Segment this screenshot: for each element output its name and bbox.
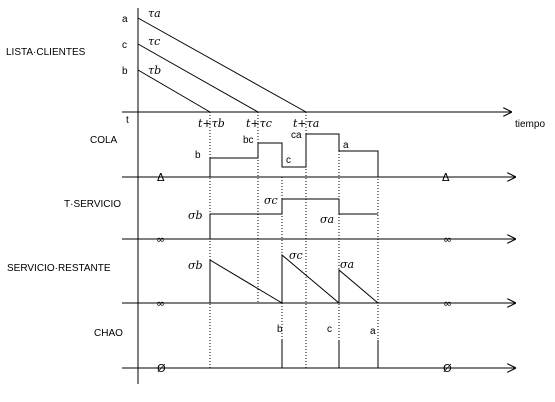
tservicio-trace	[209, 198, 378, 239]
tservicio-initial-symbol: ∞	[156, 233, 165, 246]
restante-sigma-a: σa	[340, 258, 354, 271]
client-c-label: c	[122, 40, 127, 51]
restante-initial-symbol: ∞	[156, 297, 165, 310]
cola-queue-trace	[209, 133, 379, 177]
tick-label-t-tau-b: t+τb	[198, 117, 225, 130]
tau-c-label: τc	[148, 35, 160, 48]
row-label-servicio-restante: SERVICIO·RESTANTE	[7, 263, 111, 274]
tick-label-t-tau-a: t+τa	[293, 117, 319, 130]
tau-a-label: τa	[148, 7, 161, 20]
chao-initial-symbol: Ø	[157, 362, 166, 375]
client-a-countdown	[137, 17, 307, 113]
row-label-t-servicio: T·SERVICIO	[64, 199, 121, 210]
client-a-label: a	[122, 14, 128, 25]
tservicio-sigma-c: σc	[264, 194, 278, 207]
restante-service-b	[209, 259, 283, 304]
cola-state-ca: ca	[291, 130, 302, 141]
tservicio-sigma-a: σa	[320, 213, 334, 226]
row-label-chao: CHAO	[94, 328, 123, 339]
cola-state-c: c	[286, 155, 291, 166]
restante-sigma-b: σb	[188, 259, 203, 272]
client-c-countdown	[137, 43, 259, 113]
client-b-label: b	[122, 66, 128, 77]
restante-service-c	[281, 253, 340, 304]
time-origin-label: t	[126, 115, 129, 126]
tick-label-t-tau-c: t+τc	[246, 117, 272, 130]
restante-final-symbol: ∞	[443, 297, 452, 310]
cola-state-b: b	[195, 150, 201, 161]
tservicio-sigma-b: σb	[188, 209, 203, 222]
chao-label-b: b	[277, 324, 283, 335]
cola-initial-symbol: Δ	[157, 171, 165, 184]
tservicio-final-symbol: ∞	[443, 233, 452, 246]
chao-label-a: a	[370, 326, 376, 337]
restante-service-a	[338, 268, 379, 304]
row-label-cola: COLA	[90, 135, 118, 146]
client-b-countdown	[137, 69, 211, 113]
row-label-lista-clientes: LISTA·CLIENTES	[6, 47, 86, 58]
chao-final-symbol: Ø	[443, 362, 452, 375]
restante-sigma-c: σc	[289, 249, 303, 262]
time-axis-label: tiempo	[515, 119, 545, 130]
tau-b-label: τb	[148, 64, 161, 77]
cola-state-a: a	[343, 140, 349, 151]
chao-label-c: c	[327, 324, 332, 335]
cola-final-symbol: Δ	[442, 171, 450, 184]
cola-state-bc: bc	[243, 135, 254, 146]
